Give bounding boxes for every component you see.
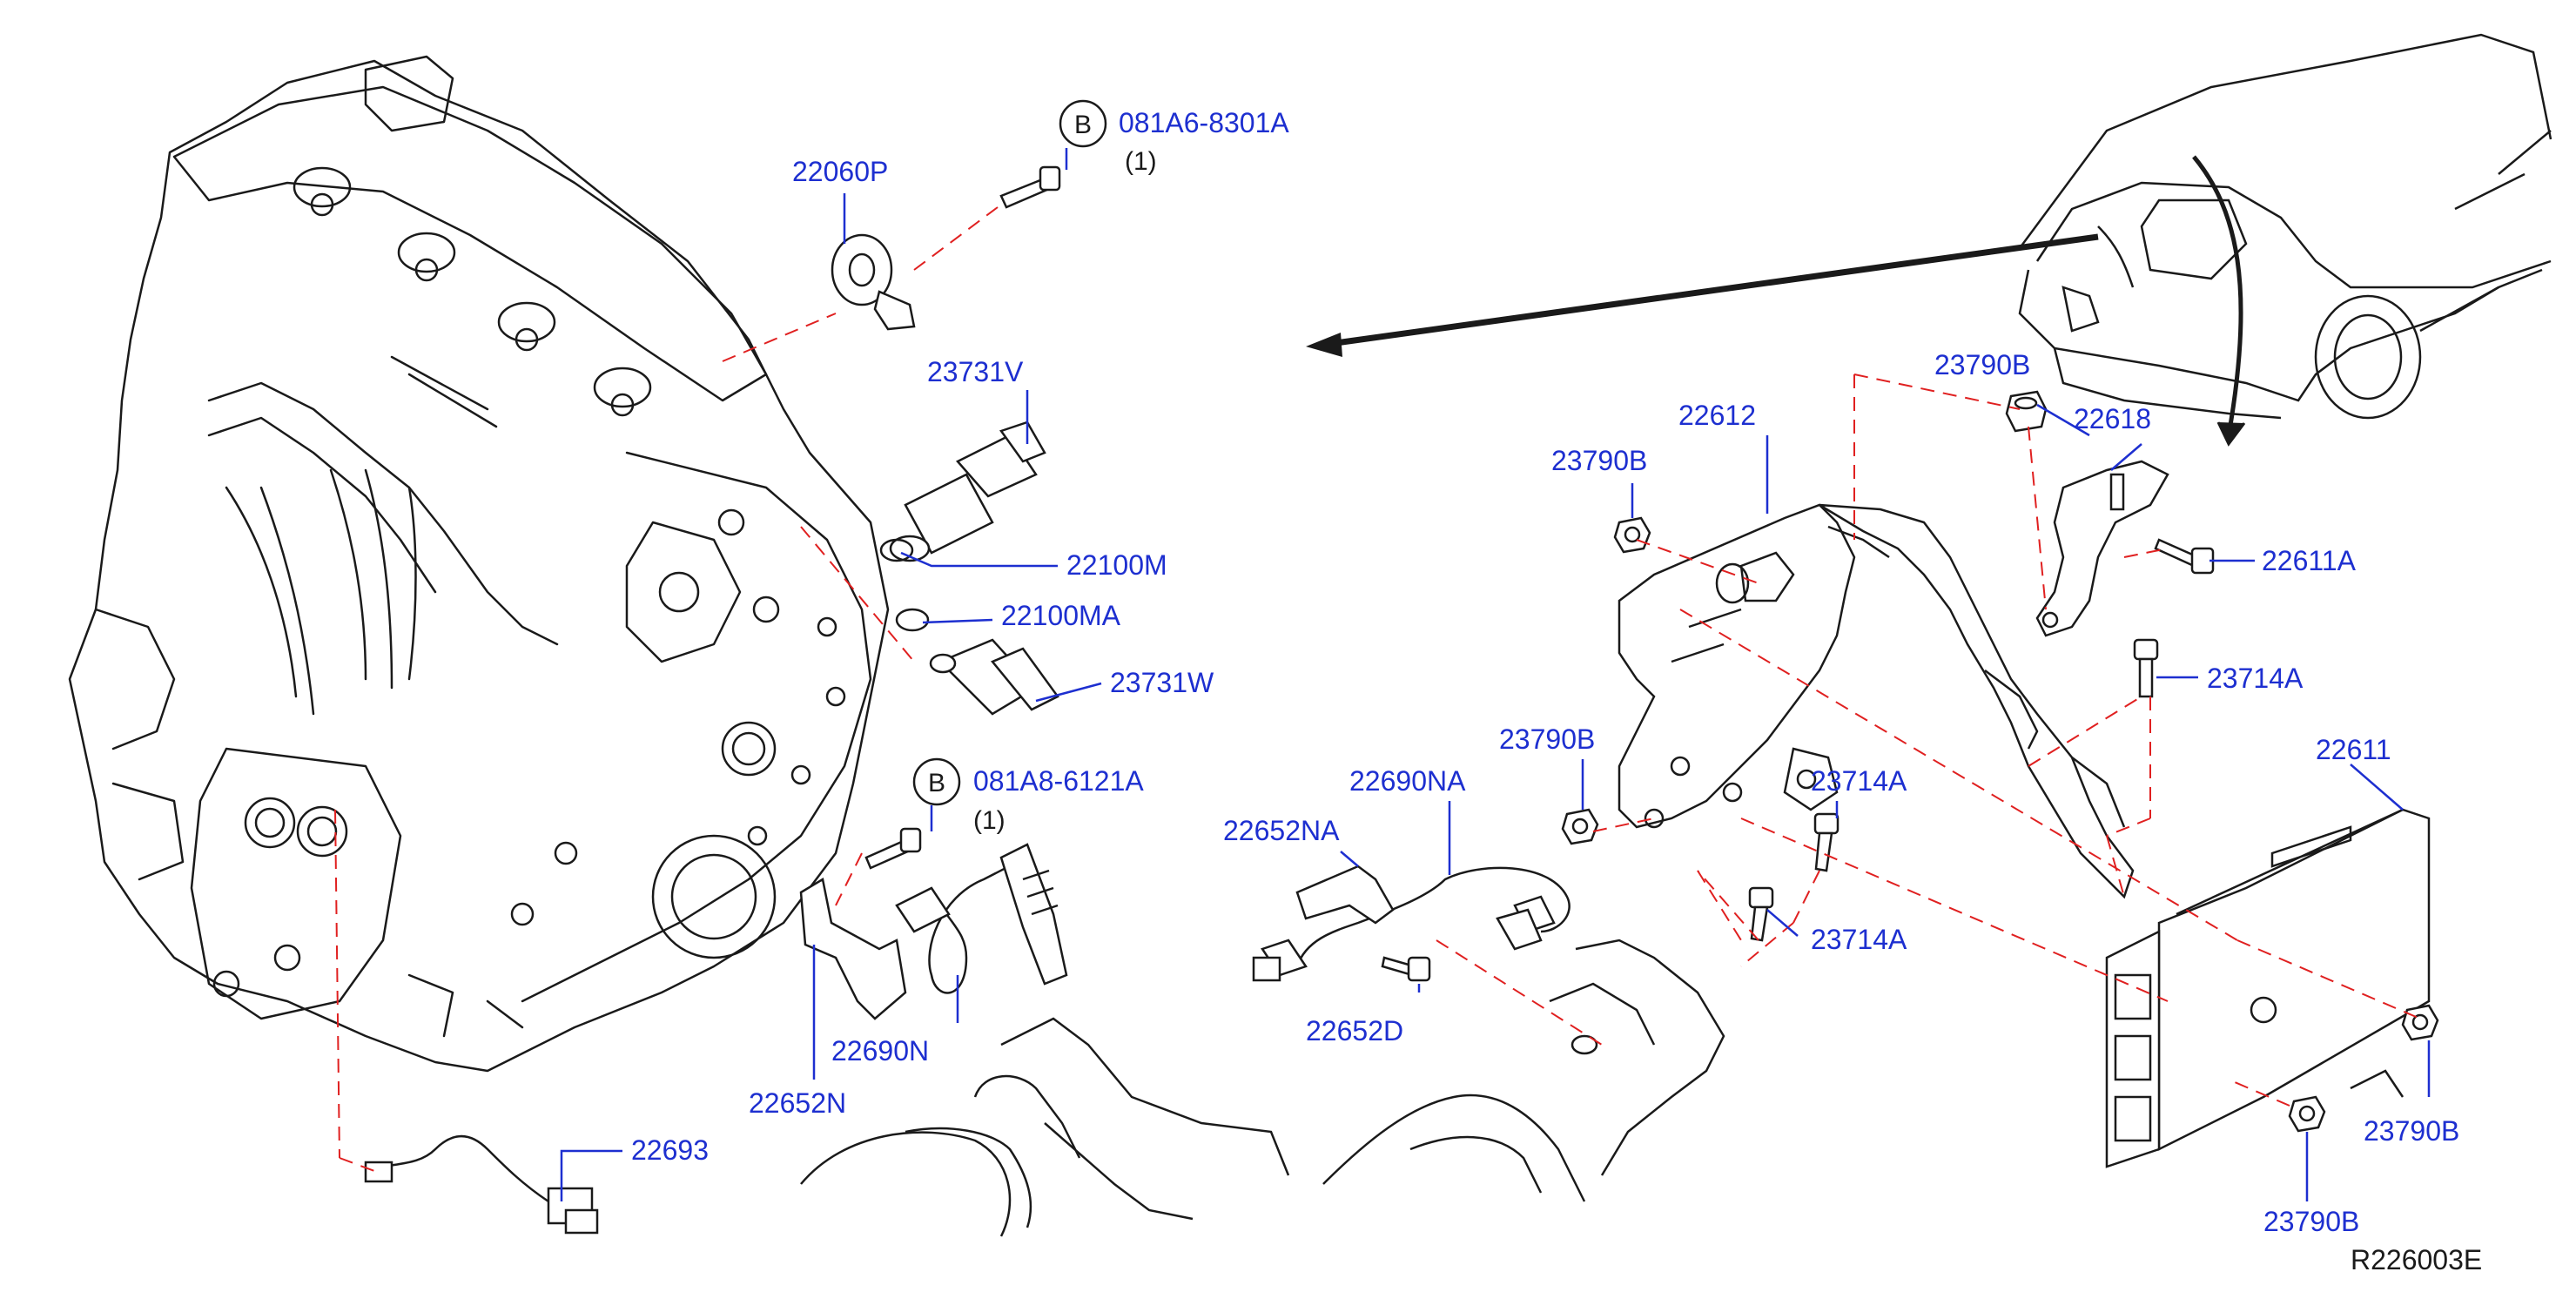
pointer-arrow — [1322, 233, 2099, 348]
nut-icon — [2288, 1095, 2326, 1133]
bolt-marker-b2-text: B — [928, 769, 945, 797]
label-22611: 22611 — [2316, 734, 2391, 765]
ecm-bracket-icon — [1618, 503, 2135, 899]
exhaust-pipe-icon — [800, 1017, 1290, 1237]
o2-sensor-icon — [895, 843, 1068, 994]
ecm-unit-icon — [2105, 808, 2431, 1168]
label-23714A-3: 23714A — [1811, 924, 1907, 955]
rotation-arrow — [2192, 155, 2243, 436]
crank-sensor-icon — [929, 638, 1059, 716]
bolt-icon — [999, 165, 1061, 209]
car-hood-open-icon — [2018, 33, 2552, 420]
label-22652D: 22652D — [1306, 1015, 1403, 1046]
knock-sensor-icon — [831, 233, 916, 331]
label-23714A-2: 23714A — [1811, 765, 1907, 797]
label-23790B-left: 23790B — [1551, 445, 1647, 476]
sensor-22693-icon — [364, 1134, 599, 1235]
label-leader-lines — [560, 148, 2431, 1201]
label-22611A: 22611A — [2262, 545, 2357, 576]
label-23790B-br1: 23790B — [2364, 1115, 2459, 1147]
label-22100MA: 22100MA — [1001, 600, 1121, 631]
dashed-guide-lines — [334, 204, 2421, 1172]
engine-block-icon — [68, 55, 890, 1073]
label-23731W: 23731W — [1110, 667, 1214, 698]
reference-code: R226003E — [2351, 1244, 2482, 1275]
label-23714A-1: 23714A — [2207, 663, 2304, 694]
cam-sensor-icon — [889, 421, 1046, 562]
bolt-icon — [1748, 886, 1774, 942]
bolt-marker-b2: B — [912, 757, 961, 806]
bolt-icon — [1381, 956, 1431, 982]
qty-081A6: (1) — [1125, 147, 1157, 176]
bolt-icon — [1813, 812, 1840, 872]
pointer-arrow-head — [1306, 333, 1342, 357]
label-23790B-mid: 23790B — [1499, 723, 1595, 755]
label-081A6-8301A: 081A6-8301A — [1119, 107, 1289, 138]
nut-icon — [2005, 390, 2048, 433]
nut-icon — [1613, 516, 1651, 554]
o2-sensor-22690NA-icon — [1252, 866, 1570, 982]
label-22652NA: 22652NA — [1223, 815, 1340, 846]
label-23790B-br2: 23790B — [2263, 1206, 2359, 1237]
label-22690NA: 22690NA — [1349, 765, 1466, 797]
rotation-arrow-head — [2216, 421, 2246, 447]
label-081A8-6121A: 081A8-6121A — [973, 765, 1144, 797]
label-22693: 22693 — [631, 1134, 709, 1166]
label-23790B-top: 23790B — [1934, 349, 2030, 380]
bolt-icon — [2133, 638, 2159, 698]
part-labels: 22060P 081A6-8301A 23731V 22100M 22100MA… — [631, 107, 2459, 1237]
label-22100M: 22100M — [1066, 549, 1167, 581]
bolt-icon — [864, 827, 922, 870]
bolt-marker-b1-text: B — [1074, 111, 1092, 139]
label-22060P: 22060P — [792, 156, 888, 187]
nut-icon — [1561, 808, 1599, 845]
nut-icon — [2401, 1004, 2439, 1041]
bracket-22618-icon — [2035, 460, 2169, 637]
clip-icon — [1295, 865, 1395, 925]
bolt-icon — [2154, 538, 2215, 575]
label-23731V: 23731V — [927, 356, 1024, 387]
bolt-marker-b1: B — [1059, 99, 1107, 148]
o-ring-icon — [879, 538, 930, 632]
label-22690N: 22690N — [831, 1035, 929, 1067]
exhaust-manifold-icon — [1322, 939, 1725, 1202]
qty-081A8: (1) — [973, 806, 1006, 835]
label-22652N: 22652N — [749, 1087, 846, 1119]
bracket-icon — [799, 878, 907, 1020]
label-22612: 22612 — [1678, 400, 1756, 431]
label-22618: 22618 — [2074, 403, 2151, 434]
quantity-labels: (1) (1) R226003E — [973, 147, 2482, 1275]
